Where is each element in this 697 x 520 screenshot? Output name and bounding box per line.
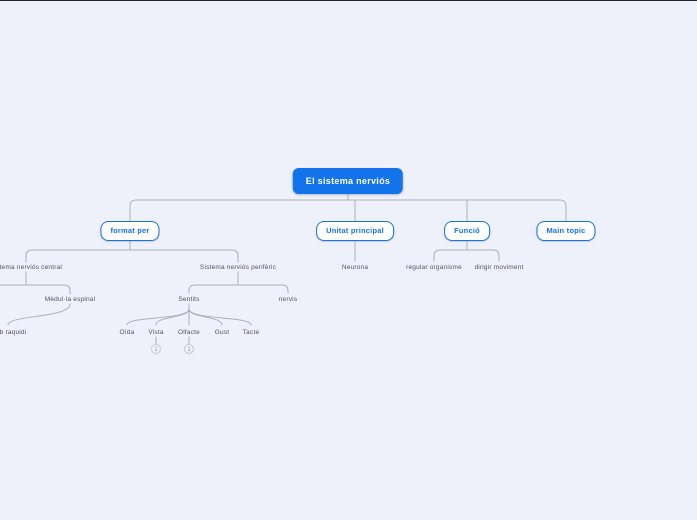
subtopic-olfacte[interactable]: Olfacte [178,329,200,336]
olfacte-count-badge[interactable]: 1 [184,344,194,354]
connector-sentits-tacte [188,308,252,326]
subtopic-gust[interactable]: Gust [214,329,230,336]
vista-count-badge[interactable]: 1 [151,344,161,354]
topic-funcio[interactable]: Funció [444,221,490,241]
connector-format-per-bus [25,249,239,263]
topic-unitat-principal[interactable]: Unitat principal [316,221,394,241]
subtopic-sentits[interactable]: Sentits [178,296,200,303]
connector-medulla-bulb [7,303,71,326]
connector-root-bus [129,199,567,222]
root-topic-el-sistema-nervios[interactable]: El sistema nerviós [292,168,404,194]
connector-sentits-oida [126,308,190,326]
topic-format-per[interactable]: format per [100,221,160,241]
subtopic-regular-organisme[interactable]: regular organisme [406,264,462,271]
window-top-border [0,0,697,1]
connector-snc-bus [0,284,71,295]
subtopic-neurona[interactable]: Neurona [341,264,369,271]
subtopic-oida[interactable]: Oïda [119,329,135,336]
connector-funcio-bus [433,249,500,262]
subtopic-medulla-espinal[interactable]: Mèdul·la espinal [44,296,96,303]
topic-main-topic[interactable]: Main topic [536,221,596,241]
subtopic-vista[interactable]: Vista [148,329,164,336]
subtopic-dirigir-moviment[interactable]: dirigir moviment [474,264,524,271]
subtopic-sistema-nervios-central[interactable]: Sistema nerviós central [0,264,63,271]
subtopic-tacte[interactable]: Tacte [242,329,260,336]
subtopic-bulb-raquidi[interactable]: Bulb raquidi [0,329,27,336]
subtopic-nervis[interactable]: nervis [278,296,298,303]
connector-sentits-gust [188,308,223,326]
subtopic-sistema-nervios-periferic[interactable]: Sistema nerviós perifèric [199,264,277,271]
connector-snp-bus [188,284,289,294]
connector-sentits-vista [155,308,190,326]
